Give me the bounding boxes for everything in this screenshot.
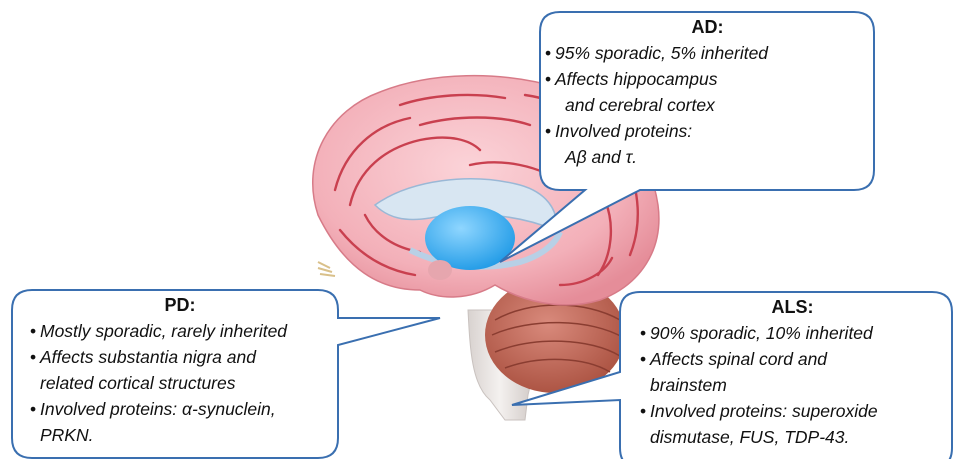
ad-bullet-affects-cont: and cerebral cortex (545, 92, 870, 118)
als-callout: ALS: •90% sporadic, 10% inherited •Affec… (640, 294, 945, 450)
ad-title: AD: (545, 14, 870, 40)
als-title: ALS: (640, 294, 945, 320)
ad-bullet-proteins-cont: Aβ and τ. (545, 144, 870, 170)
olfactory-nerves (318, 262, 335, 276)
pd-bullet-affects-cont: related cortical structures (30, 370, 330, 396)
als-bullet-sporadic: •90% sporadic, 10% inherited (640, 320, 945, 346)
pd-bullet-affects: •Affects substantia nigra and (30, 344, 330, 370)
ad-bullet-sporadic: •95% sporadic, 5% inherited (545, 40, 870, 66)
als-bullet-proteins: •Involved proteins: superoxide (640, 398, 945, 424)
als-bullet-proteins-cont: dismutase, FUS, TDP-43. (640, 424, 945, 450)
ad-callout: AD: •95% sporadic, 5% inherited •Affects… (545, 14, 870, 170)
als-bullet-affects: •Affects spinal cord and (640, 346, 945, 372)
als-bullet-affects-cont: brainstem (640, 372, 945, 398)
pd-bullet-proteins-cont: PRKN. (30, 422, 330, 448)
hypothalamus (428, 260, 452, 280)
ad-bullet-proteins: •Involved proteins: (545, 118, 870, 144)
pd-title: PD: (30, 292, 330, 318)
pd-callout: PD: •Mostly sporadic, rarely inherited •… (30, 292, 330, 448)
pd-bullet-sporadic: •Mostly sporadic, rarely inherited (30, 318, 330, 344)
ad-bullet-affects: •Affects hippocampus (545, 66, 870, 92)
pd-bullet-proteins: •Involved proteins: α-synuclein, (30, 396, 330, 422)
